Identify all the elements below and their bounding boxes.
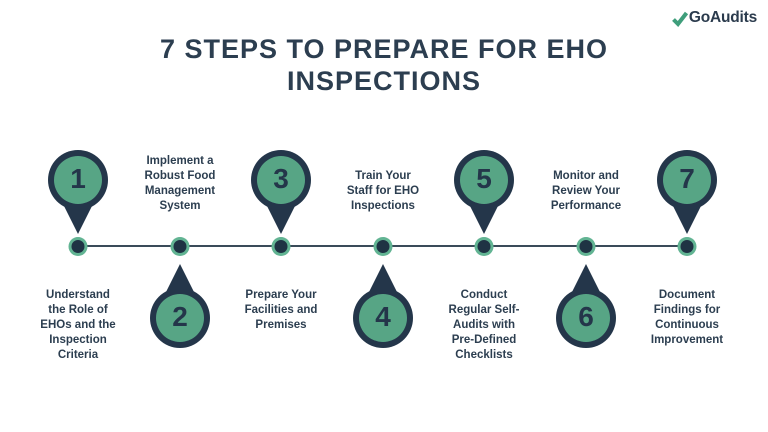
step-label: Implement a Robust Food Management Syste… xyxy=(144,155,216,213)
step-label: Prepare Your Facilities and Premises xyxy=(244,289,318,331)
step-number: 5 xyxy=(476,163,492,194)
step-label: Document Findings for Continuous Improve… xyxy=(650,289,724,346)
step-label: Conduct Regular Self- Audits with Pre-De… xyxy=(448,289,520,361)
step-number: 6 xyxy=(578,301,594,332)
timeline-dot xyxy=(677,237,697,256)
timeline-dot-center xyxy=(71,240,85,253)
step-pin-7: 7 xyxy=(652,148,722,236)
step-pin-5: 5 xyxy=(449,148,519,236)
step-pin-6: 6 xyxy=(551,262,621,350)
timeline-dot-center xyxy=(376,240,390,253)
map-pin-down-icon xyxy=(657,150,717,234)
goaudits-logo: GoAudits xyxy=(671,9,757,27)
page-title: 7 STEPS TO PREPARE FOR EHO INSPECTIONS xyxy=(159,34,609,96)
step-label: Train Your Staff for EHO Inspections xyxy=(346,170,420,213)
step-pin-1: 1 xyxy=(43,148,113,236)
step-pin-3: 3 xyxy=(246,148,316,236)
timeline-dot xyxy=(373,237,393,256)
step-label: Understand the Role of EHOs and the Insp… xyxy=(40,289,116,361)
timeline-dot-center xyxy=(173,240,187,253)
step-number: 3 xyxy=(273,163,289,194)
logo-brand-text: GoAudits xyxy=(688,9,757,26)
timeline-dot-center xyxy=(680,240,694,253)
step-number: 4 xyxy=(375,301,391,332)
step-pin-4: 4 xyxy=(348,262,418,350)
map-pin-up-icon xyxy=(556,264,616,348)
map-pin-down-icon xyxy=(48,150,108,234)
map-pin-up-icon xyxy=(150,264,210,348)
step-number: 7 xyxy=(679,163,695,194)
timeline-dot xyxy=(271,237,291,256)
step-pin-2: 2 xyxy=(145,262,215,350)
timeline-dot-center xyxy=(477,240,491,253)
map-pin-down-icon xyxy=(454,150,514,234)
timeline-dot xyxy=(170,237,190,256)
map-pin-up-icon xyxy=(353,264,413,348)
step-label: Monitor and Review Your Performance xyxy=(550,170,622,213)
timeline-dot xyxy=(576,237,596,256)
map-pin-down-icon xyxy=(251,150,311,234)
timeline-dot-center xyxy=(274,240,288,253)
timeline-dot xyxy=(474,237,494,256)
checkmark-icon xyxy=(671,11,688,27)
timeline-dot xyxy=(68,237,88,256)
step-number: 2 xyxy=(172,301,188,332)
step-number: 1 xyxy=(70,163,86,194)
timeline-dot-center xyxy=(579,240,593,253)
